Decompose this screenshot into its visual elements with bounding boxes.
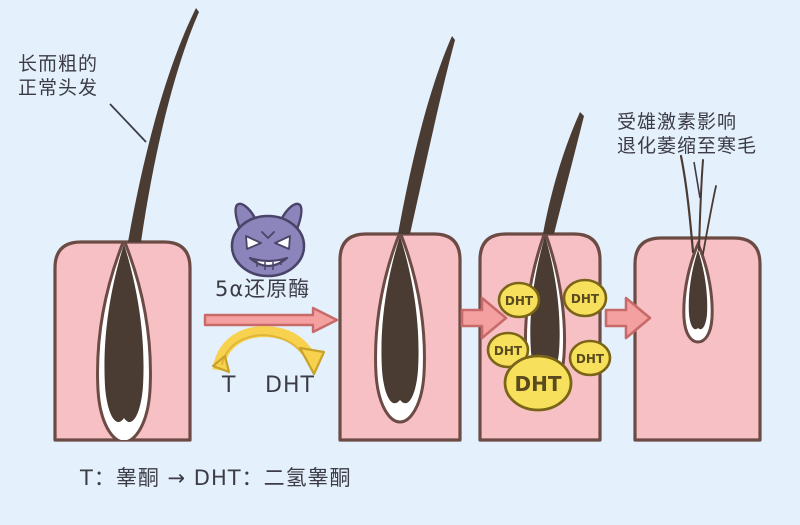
label-normal-hair: 长而粗的 正常头发 <box>18 53 99 100</box>
leader-line-normal-hair <box>109 103 147 143</box>
dht-molecule-label: DHT <box>494 344 523 358</box>
dht-molecule-label: DHT <box>505 294 534 308</box>
label-miniaturized: 受雄激素影响 退化萎缩至寒毛 <box>617 111 758 158</box>
hair-shaft-2 <box>398 36 455 234</box>
conversion-arrowhead <box>298 346 326 376</box>
vellus-hair-b <box>698 159 704 251</box>
label-testosterone: T <box>222 373 237 398</box>
vellus-hair-c <box>702 185 717 255</box>
hair-shaft-1 <box>128 8 199 242</box>
monster-eye-left <box>245 235 262 250</box>
dht-molecule: DHT <box>568 339 612 377</box>
monster-icon <box>230 202 306 278</box>
step-arrow-2 <box>604 296 652 340</box>
legend-text: T：睾酮 → DHT：二氢睾酮 <box>80 466 352 490</box>
enzyme-arrow <box>203 306 339 334</box>
monster-horn-right <box>279 202 303 234</box>
monster-eye-right <box>274 235 291 250</box>
skin-section-normal-1 <box>53 8 199 442</box>
hair-root-bulb-shrunken <box>688 250 708 330</box>
vellus-hair-a <box>679 154 695 254</box>
hair-root-bulb <box>381 236 419 404</box>
dht-molecule-group: DHT DHT DHT DHT DHT <box>486 278 612 412</box>
dht-molecule: DHT <box>562 278 608 318</box>
hair-root-bulb <box>104 244 144 423</box>
monster-mouth <box>248 256 289 268</box>
dht-molecule: DHT <box>486 331 530 369</box>
dht-molecule: DHT <box>497 281 541 319</box>
leader-line-miniaturized <box>693 161 701 199</box>
skin-section-miniaturized <box>633 154 762 442</box>
monster-teeth <box>256 259 282 270</box>
step-arrow-1 <box>460 296 508 340</box>
label-enzyme: 5α还原酶 <box>215 277 311 301</box>
monster-brow <box>261 231 275 240</box>
dht-molecule-label: DHT <box>571 292 600 306</box>
dht-molecule-label: DHT <box>576 352 605 366</box>
monster-head <box>230 214 306 278</box>
dht-molecule-large: DHT <box>503 354 573 412</box>
hair-shaft-3 <box>543 112 584 234</box>
conversion-arrow <box>211 326 326 376</box>
label-dht: DHT <box>265 373 315 398</box>
dht-molecule-label: DHT <box>515 372 562 396</box>
skin-section-normal-2 <box>338 36 462 442</box>
hair-root-bulb <box>530 236 560 379</box>
